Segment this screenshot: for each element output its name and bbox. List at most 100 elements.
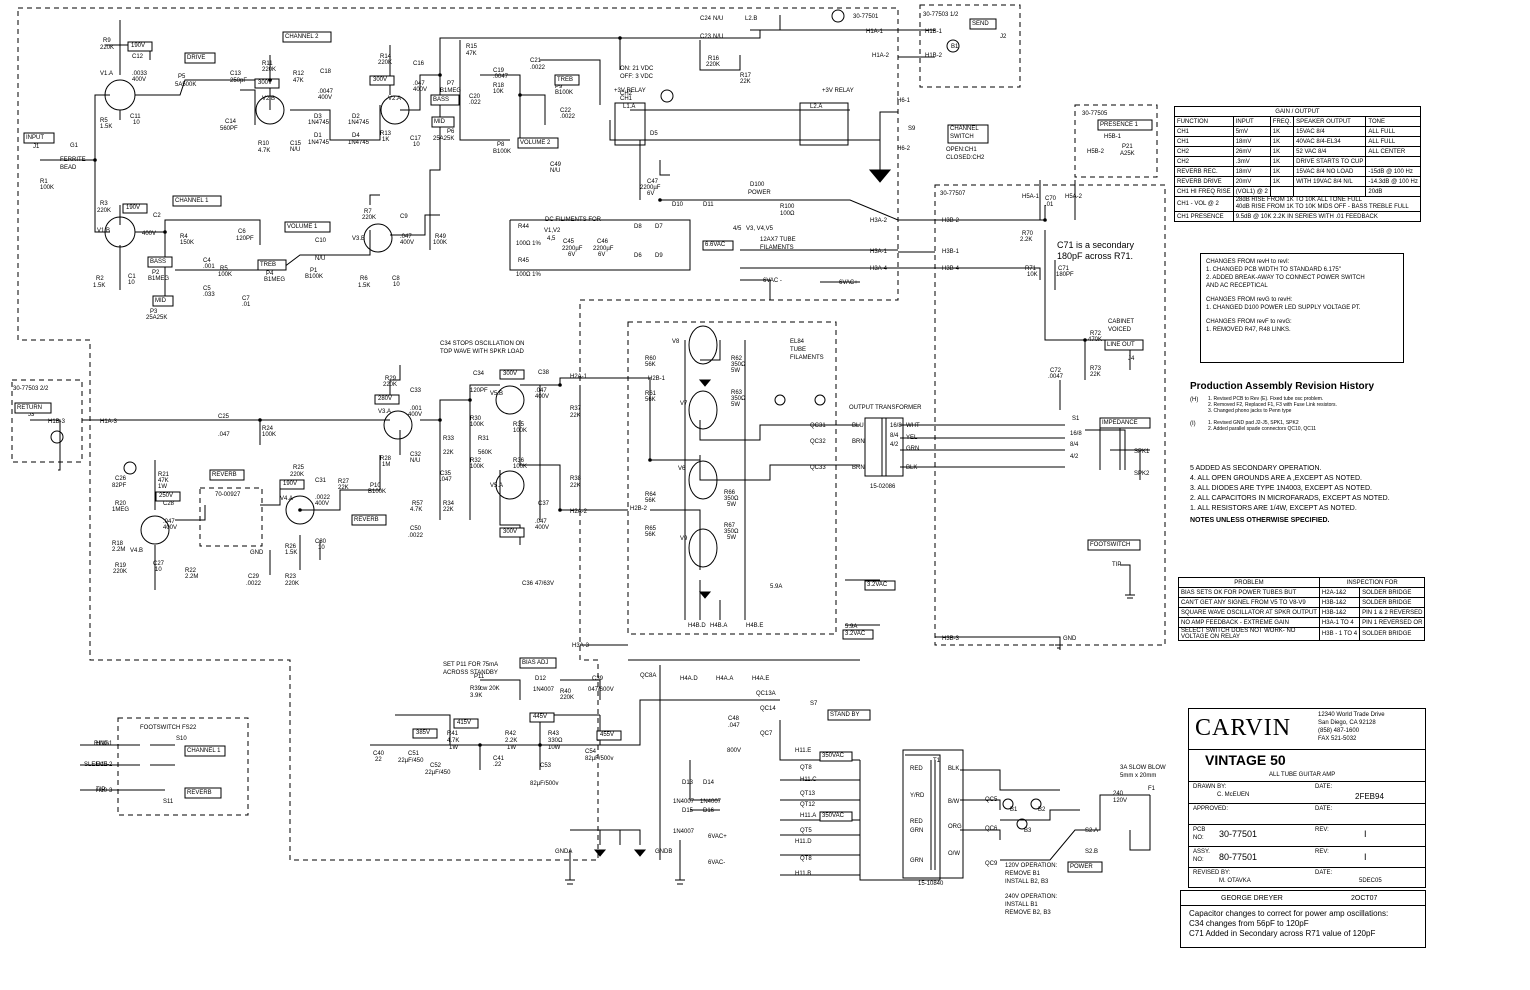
gain-header: FREQ. (1269, 116, 1295, 127)
svg-text:R36: R36 (513, 458, 525, 464)
gain-cell: 9.5dB @ 10K 2.2K IN SERIES WITH .01 FEED… (1232, 211, 1421, 222)
svg-text:5.9A: 5.9A (770, 584, 782, 590)
svg-text:R13: R13 (380, 131, 392, 137)
svg-text:C70: C70 (1045, 196, 1057, 202)
svg-text:V6: V6 (678, 466, 686, 472)
board-30-77507 (934, 184, 1166, 646)
svg-text:R5: R5 (220, 266, 228, 272)
svg-text:RED: RED (910, 819, 923, 825)
svg-text:047/600V: 047/600V (588, 687, 614, 693)
revision-h-label: (H) (1190, 397, 1199, 403)
svg-text:H1A-1: H1A-1 (866, 29, 884, 35)
svg-text:R21: R21 (158, 472, 170, 478)
svg-text:2.2M: 2.2M (112, 547, 125, 553)
svg-text:CH2: CH2 (620, 91, 633, 97)
board-30-77505-label: 30-77505 (1082, 111, 1108, 117)
svg-text:H1B-1: H1B-1 (925, 29, 943, 35)
board-30-77507-label: 30-77507 (940, 191, 966, 197)
gnd-label: GND (250, 550, 264, 556)
svg-text:.022: .022 (469, 100, 481, 106)
svg-text:YEL: YEL (906, 435, 918, 441)
svg-text:T1: T1 (933, 758, 941, 764)
svg-text:B100K: B100K (305, 274, 323, 280)
power-tube-section (627, 321, 837, 635)
svg-text:H3A-1: H3A-1 (870, 249, 888, 255)
problem-header: PROBLEM (1178, 577, 1320, 588)
svg-text:1N4745: 1N4745 (308, 120, 330, 126)
svg-text:220K: 220K (362, 215, 376, 221)
model-name: VINTAGE 50 (1205, 752, 1286, 768)
fuse-label: 3A SLOW BLOW 5mm x 20mm (1120, 765, 1166, 779)
address-line: (858) 487-1600 (1318, 728, 1360, 734)
svg-text:V7: V7 (680, 401, 688, 407)
svg-text:400V: 400V (413, 87, 427, 93)
svg-text:.047: .047 (218, 432, 230, 438)
svg-text:H3B-3: H3B-3 (942, 636, 960, 642)
svg-text:5W: 5W (731, 368, 740, 374)
svg-text:6VAC+: 6VAC+ (708, 834, 727, 840)
svg-text:B100K: B100K (555, 90, 573, 96)
tube-v9 (688, 528, 718, 568)
svg-text:8/4: 8/4 (890, 433, 899, 439)
svg-text:QC32: QC32 (810, 439, 826, 445)
svg-text:400V: 400V (318, 95, 332, 101)
svg-text:R45: R45 (518, 258, 530, 264)
svg-text:QC14: QC14 (760, 706, 776, 712)
svg-text:1.5K: 1.5K (93, 283, 105, 289)
svg-text:6VAC+: 6VAC+ (839, 280, 858, 286)
svg-text:V2.B: V2.B (262, 96, 275, 102)
svg-text:QC8A: QC8A (640, 673, 656, 679)
gain-cell: CH1 (1174, 126, 1234, 137)
board-30-77501-label: 30-77501 (853, 14, 879, 20)
svg-text:10: 10 (133, 120, 140, 126)
svg-text:V4.A: V4.A (280, 496, 293, 502)
op240-note: 240V OPERATION: INSTALL B1 REMOVE B2, B3 (1005, 894, 1058, 916)
line-out-label: LINE OUT (1107, 342, 1135, 348)
gndb-label: GNDB (655, 849, 673, 855)
svg-text:H2B-1: H2B-1 (648, 376, 666, 382)
svg-text:R25: R25 (293, 465, 305, 471)
pcb-rev: I (1364, 829, 1367, 839)
svg-text:8/4: 8/4 (1070, 442, 1079, 448)
svg-text:R66: R66 (724, 490, 736, 496)
svg-text:100K: 100K (470, 422, 484, 428)
svg-text:400V: 400V (408, 412, 422, 418)
gain-cell: 15VAC 8/4 NO LOAD (1293, 166, 1367, 177)
svg-text:BLK: BLK (906, 465, 917, 471)
bass-label-ch2: BASS (433, 97, 450, 103)
svg-text:.0022: .0022 (315, 495, 331, 501)
svg-text:R18: R18 (493, 83, 505, 89)
svg-text:H5A-2: H5A-2 (1065, 194, 1083, 200)
svg-text:R60: R60 (645, 356, 657, 362)
gain-cell: CH1 PRESENCE (1174, 211, 1234, 222)
svg-text:C16: C16 (413, 61, 425, 67)
svg-text:6VAC-: 6VAC- (708, 860, 725, 866)
gain-cell: CH1 (1174, 136, 1234, 147)
svg-text:L1.A: L1.A (623, 104, 635, 110)
drawn-by: C. McEUEN (1217, 792, 1250, 798)
address-line: FAX 521-5032 (1318, 736, 1357, 742)
svg-text:H4A.A: H4A.A (716, 676, 733, 682)
svg-text:C17: C17 (410, 136, 422, 142)
tube-v4b (140, 515, 170, 545)
svg-text:220K: 220K (290, 472, 304, 478)
volume2-label: VOLUME 2 (520, 140, 551, 146)
note-item: 2. ALL CAPACITORS IN MICROFARADS, EXCEPT… (1190, 495, 1390, 502)
gain-output-table: GAIN / OUTPUT FUNCTION INPUT FREQ. SPEAK… (1174, 106, 1421, 222)
svg-text:560K: 560K (478, 450, 492, 456)
gain-cell: CH2 (1174, 146, 1234, 157)
svg-text:H6-2: H6-2 (897, 146, 911, 152)
svg-text:C1: C1 (128, 274, 136, 280)
svg-text:.0022: .0022 (560, 114, 576, 120)
svg-text:1N4007: 1N4007 (700, 799, 722, 805)
svg-text:QT12: QT12 (800, 802, 816, 808)
svg-text:J1: J1 (33, 144, 40, 150)
svg-text:C11: C11 (130, 114, 141, 120)
svg-text:C19: C19 (493, 68, 505, 74)
date-label: DATE: (1315, 784, 1333, 790)
svg-text:350Ω: 350Ω (731, 362, 746, 368)
problem-header: INSPECTION FOR (1318, 577, 1426, 588)
svg-text:100K: 100K (470, 464, 484, 470)
